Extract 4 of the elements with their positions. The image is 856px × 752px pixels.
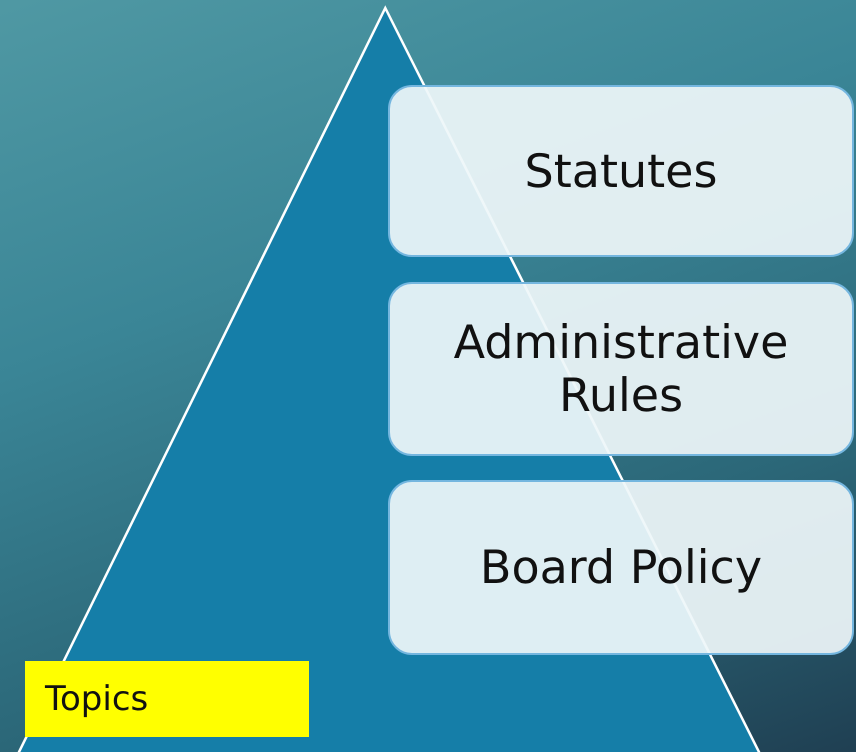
label-tag: Topics [25,661,309,737]
level-box: Statutes [388,85,854,257]
level-box: Board Policy [388,480,854,655]
level-box: Administrative Rules [388,282,854,456]
